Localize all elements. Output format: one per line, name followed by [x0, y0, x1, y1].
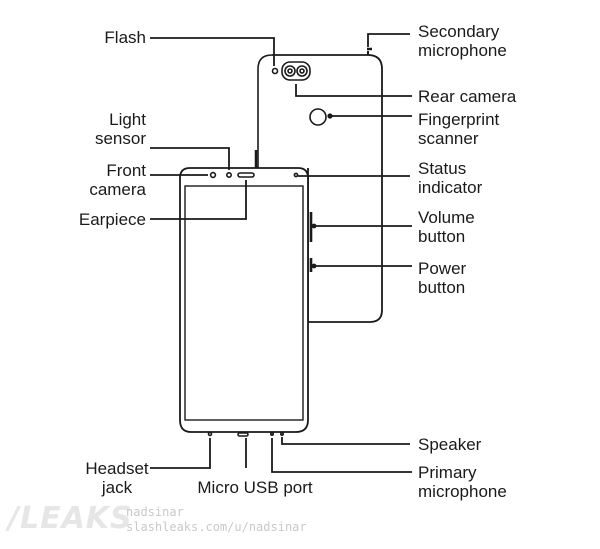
label-front-camera: Front camera [89, 161, 146, 199]
flash-icon [271, 67, 279, 75]
label-earpiece: Earpiece [78, 210, 146, 229]
label-primary-microphone: Primary microphone [418, 463, 507, 501]
phone-front [179, 167, 309, 437]
label-volume-button: Volume button [418, 208, 475, 246]
leader-lines [150, 33, 412, 473]
rear-camera-module [271, 61, 311, 81]
label-micro-usb-port: Micro USB port [197, 478, 313, 497]
status-indicator-icon [293, 172, 299, 178]
label-status-indicator: Status indicator [418, 159, 483, 197]
arrow-heads [311, 113, 333, 269]
label-headset-jack: Headset jack [85, 459, 149, 497]
phone-back [254, 47, 383, 323]
label-power-button: Power button [418, 259, 467, 297]
watermark-logo: /LEAKS [8, 501, 133, 536]
front-camera-icon [209, 171, 217, 179]
label-secondary-microphone: Secondary microphone [418, 22, 507, 60]
light-sensor-icon [226, 172, 233, 179]
watermark-user: nadsinar [126, 505, 184, 519]
earpiece-icon [237, 172, 255, 178]
label-light-sensor: Light sensor [94, 110, 146, 148]
watermark-url: slashleaks.com/u/nadsinar [126, 520, 307, 534]
fingerprint-scanner-icon [309, 108, 327, 126]
label-speaker: Speaker [418, 435, 482, 454]
label-rear-camera: Rear camera [418, 87, 517, 106]
label-flash: Flash [104, 28, 146, 47]
label-fingerprint-scanner: Fingerprint scanner [418, 110, 500, 148]
